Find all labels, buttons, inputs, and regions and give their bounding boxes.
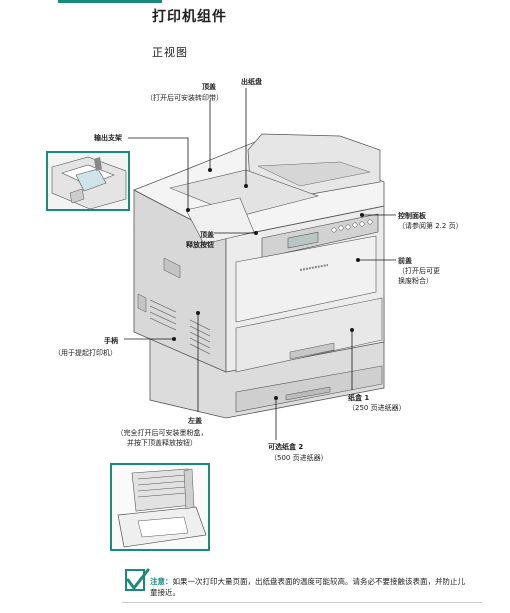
callout-top-cover-name: 顶盖 <box>202 83 216 91</box>
output-support-detail-illustration <box>48 153 128 209</box>
printer-body-shape <box>133 133 385 373</box>
callout-handle-name: 手柄 <box>104 337 118 345</box>
callout-left-cover-desc1: （完全打开后可安装墨粉盒， <box>116 429 208 437</box>
callout-tray1-desc: （250 页进纸器） <box>348 404 406 412</box>
inset-output-support <box>46 151 130 211</box>
note-paragraph: 注意：如果一次打印大量页面，出纸盘表面的温度可能较高。请务必不要接触该表面，并防… <box>150 576 470 598</box>
callout-front-cover-name: 前盖 <box>398 257 412 265</box>
callout-control-panel-name: 控制面板 <box>398 212 426 220</box>
callout-top-release-name: 顶盖 <box>200 231 214 239</box>
callout-tray1-name: 纸盒 1 <box>348 394 370 402</box>
callout-tray2-desc: （500 页进纸器） <box>270 454 328 462</box>
callout-output-tray-name: 出纸盘 <box>241 78 262 86</box>
callout-tray2-name: 可选纸盒 2 <box>268 443 304 451</box>
note-text: 如果一次打印大量页面，出纸盘表面的温度可能较高。请务必不要接触该表面，并防止儿童… <box>150 577 465 597</box>
callout-top-release-name2: 释放按钮 <box>186 241 214 249</box>
note-heading: 注意： <box>150 577 173 586</box>
callout-front-cover-desc1: （打开后可更 <box>398 267 440 275</box>
callout-left-cover-name: 左盖 <box>188 417 202 425</box>
callout-left-cover-desc2: 并按下顶盖释放按钮） <box>127 439 197 447</box>
inset-left-cover-open <box>110 463 210 551</box>
note-divider <box>122 602 482 603</box>
callout-front-cover-desc2: 换废粉合） <box>398 277 433 285</box>
callout-handle-desc: （用于提起打印机） <box>54 349 117 357</box>
callout-top-cover-desc: （打开后可安装转印带） <box>146 94 223 102</box>
header-rule <box>58 0 162 3</box>
callout-control-panel-desc: （请参阅第 2.2 页） <box>398 222 463 230</box>
left-cover-open-illustration <box>112 465 208 549</box>
section-title: 正视图 <box>152 46 188 59</box>
checkmark-note-icon <box>125 568 150 591</box>
callout-output-support-name: 输出支架 <box>94 134 122 142</box>
page-title: 打印机组件 <box>152 9 227 25</box>
callout-leader-lines <box>124 88 396 440</box>
